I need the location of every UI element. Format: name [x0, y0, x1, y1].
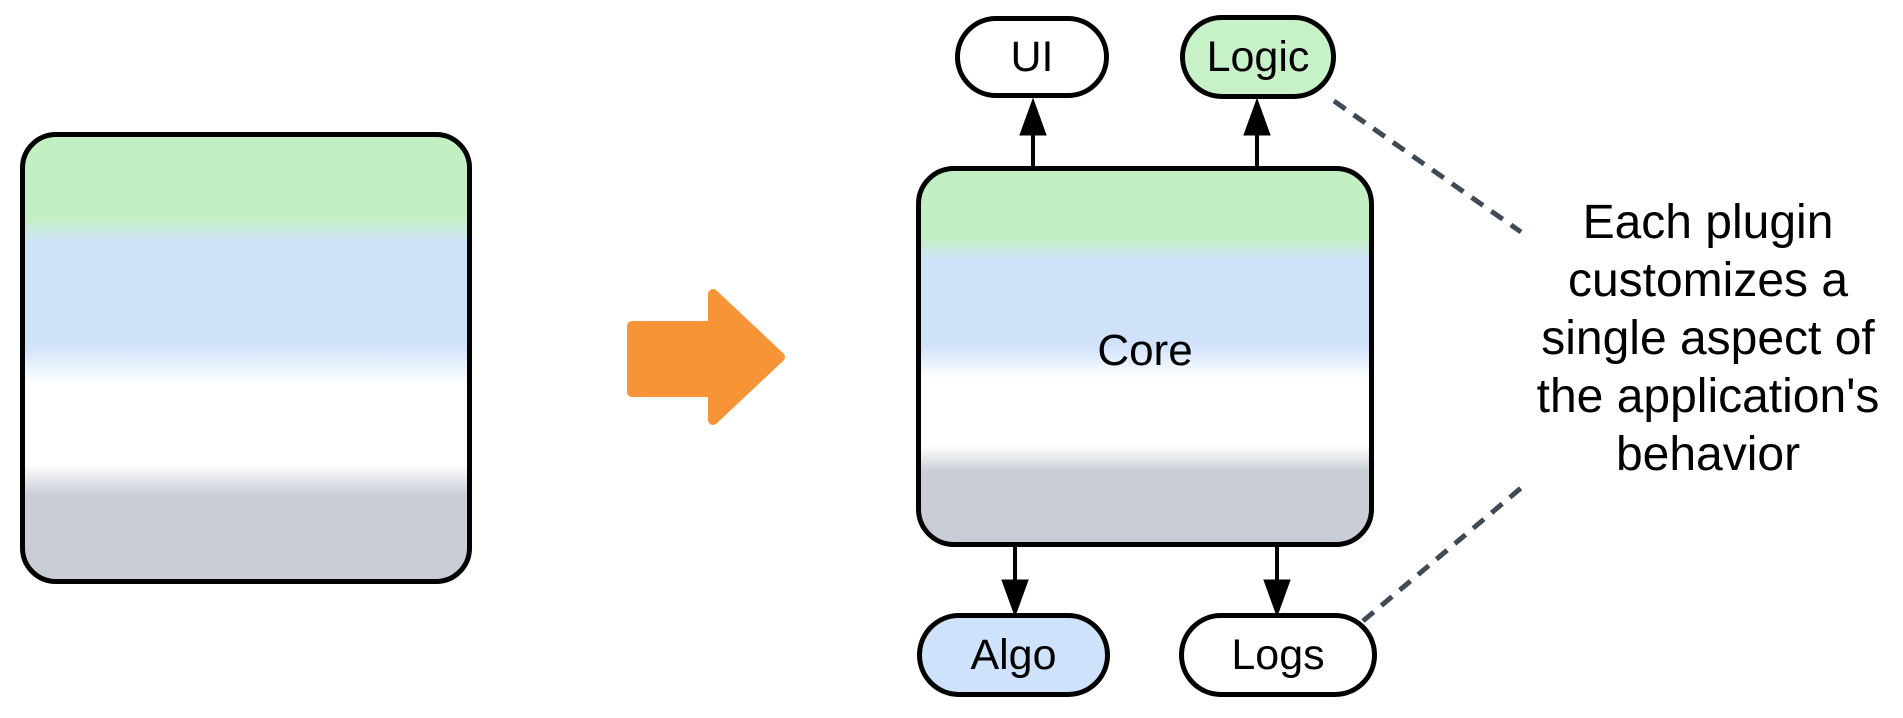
annotation-line: single aspect of	[1541, 312, 1875, 365]
plugin-pill-algo: Algo	[917, 613, 1110, 697]
ui-connector-arrow	[1019, 97, 1047, 167]
annotation-line: Each plugin	[1582, 196, 1834, 249]
core-block: Core	[916, 166, 1374, 547]
plugin-pill-algo-label: Algo	[970, 630, 1057, 679]
logs-connector-arrow	[1263, 546, 1291, 618]
logic-connector-arrow	[1243, 97, 1271, 167]
plugin-pill-logs-label: Logs	[1231, 630, 1325, 679]
plugin-pill-logic-label: Logic	[1206, 32, 1310, 81]
annotation-text: Each plugin customizes a single aspect o…	[1505, 194, 1903, 484]
monolith-block	[20, 132, 472, 584]
plugin-pill-logic: Logic	[1180, 15, 1336, 99]
plugin-pill-ui: UI	[955, 16, 1109, 98]
annotation-line: behavior	[1615, 428, 1801, 481]
annotation-line: the application's	[1536, 370, 1880, 423]
annotation-leader-line-bottom	[1361, 486, 1523, 623]
algo-connector-arrow	[1001, 546, 1029, 618]
plugin-pill-logs: Logs	[1179, 613, 1377, 697]
transform-arrow-icon	[627, 289, 785, 425]
annotation-line: customizes a	[1567, 254, 1849, 307]
plugin-pill-ui-label: UI	[1010, 32, 1054, 81]
core-label: Core	[1097, 326, 1193, 375]
